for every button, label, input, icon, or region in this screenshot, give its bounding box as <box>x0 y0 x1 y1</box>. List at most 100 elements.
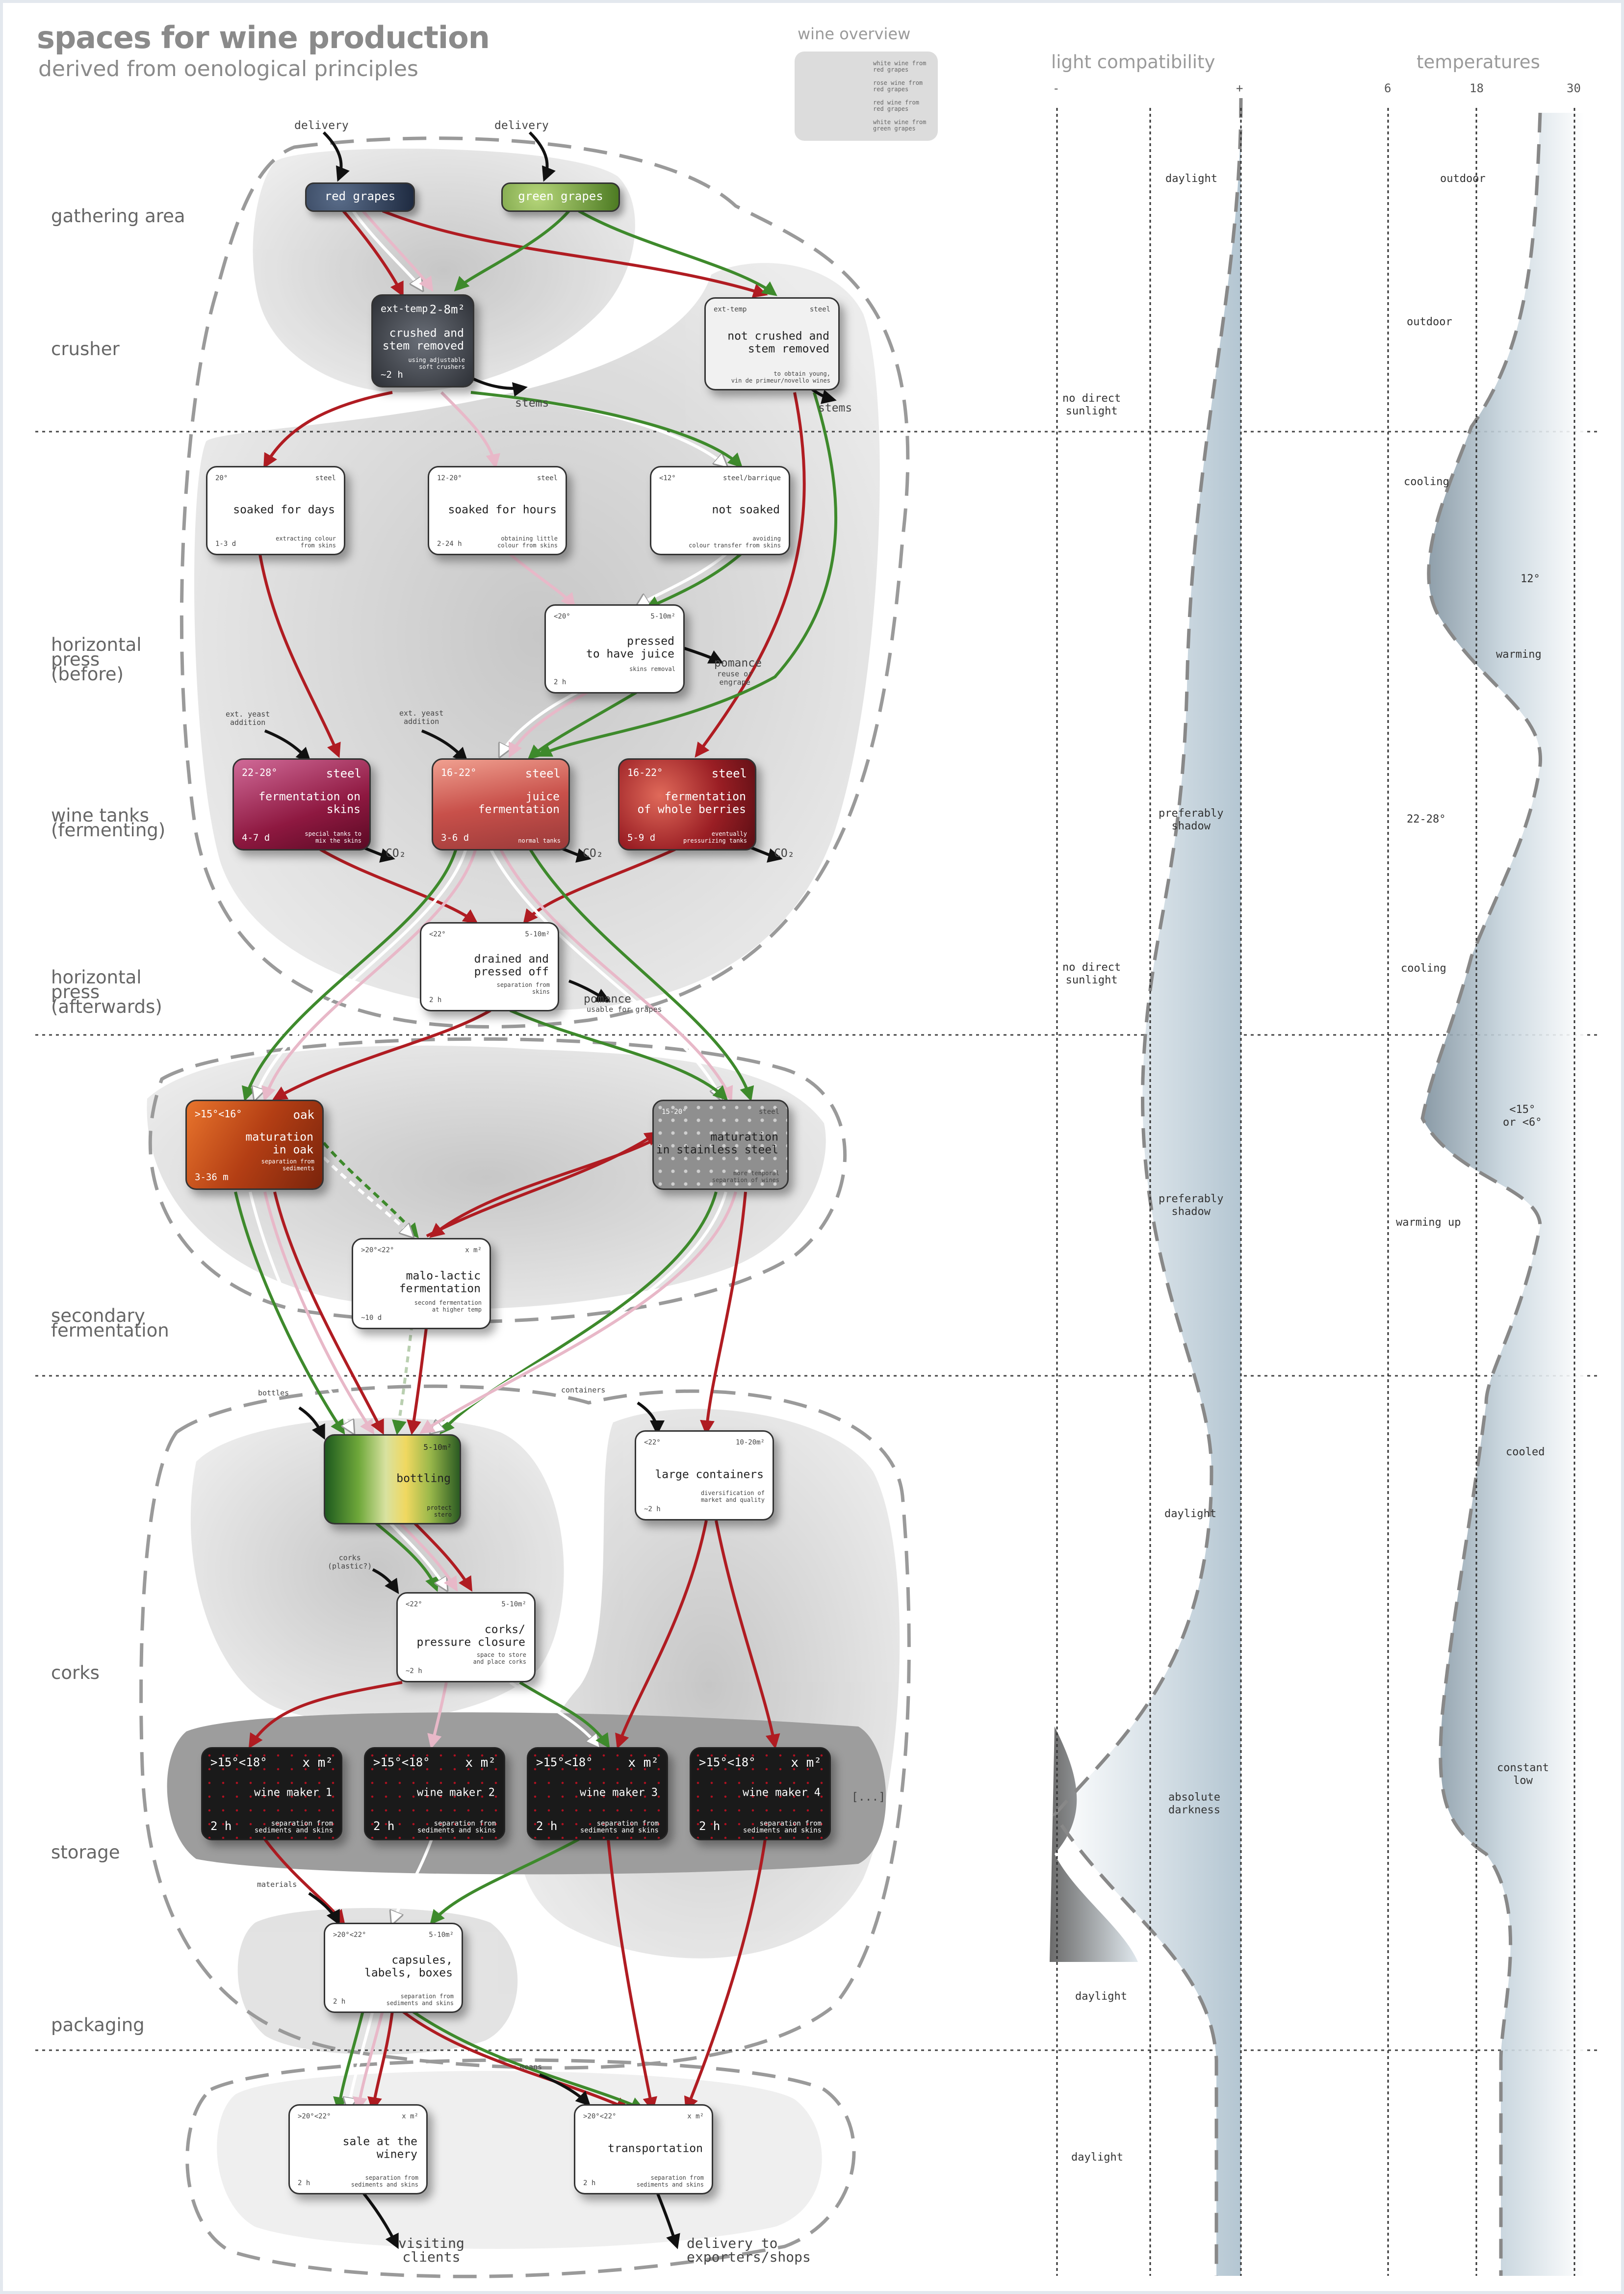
stainless-note: more temporal separation of wines <box>712 1170 779 1184</box>
node-not-crushed[interactable]: ext-temp steel not crushed and stem remo… <box>704 297 840 390</box>
wholeberries-temp: 16-22° <box>627 767 663 778</box>
corks-area: 5-10m² <box>501 1600 526 1608</box>
node-wine-maker-1[interactable]: >15°<18° x m² wine maker 1 separation fr… <box>201 1747 342 1840</box>
oak-title: maturation in oak <box>245 1131 313 1157</box>
temp-label-cooled: cooled <box>1506 1446 1545 1458</box>
wm3-title: wine maker 3 <box>580 1786 658 1799</box>
drained-title: drained and pressed off <box>474 953 549 979</box>
wholeberries-time: 5-9 d <box>627 832 656 843</box>
light-label-1: daylight <box>1165 173 1217 185</box>
temp-label-12: 12° <box>1521 573 1540 585</box>
juiceferm-time: 3-6 d <box>441 832 469 843</box>
node-soaked-days[interactable]: 20° steel soaked for days extracting col… <box>206 466 345 555</box>
node-corks[interactable]: <22° 5-10m² corks/ pressure closure spac… <box>396 1592 536 1682</box>
zone-shapes <box>147 148 900 2249</box>
wholeberries-note: eventually pressurizing tanks <box>683 830 747 844</box>
node-juice-ferment[interactable]: 16-22° steel juice fermentation normal t… <box>432 758 570 851</box>
stage-corks: corks <box>51 1662 100 1683</box>
stage-press-after: horizontal press (afterwards) <box>51 967 162 1017</box>
corks-temp: <22° <box>406 1600 422 1608</box>
notcrushed-note: to obtain young, vin de primeur/novello … <box>731 370 830 384</box>
label-bottles: bottles <box>258 1389 289 1397</box>
node-wine-maker-4[interactable]: >15°<18° x m² wine maker 4 separation fr… <box>690 1747 831 1840</box>
node-soaked-hours[interactable]: 12-20° steel soaked for hours obtaining … <box>428 466 567 555</box>
capsules-time: 2 h <box>333 1998 346 2006</box>
node-transport[interactable]: >20°<22° x m² transportation separation … <box>574 2104 713 2194</box>
drained-area: 5-10m² <box>525 930 550 938</box>
stage-storage: storage <box>51 1842 120 1863</box>
wm4-title: wine maker 4 <box>743 1786 821 1799</box>
stage-press-before: horizontal press (before) <box>51 634 142 685</box>
stage-crusher: crusher <box>51 338 120 360</box>
label-co2-3: CO₂ <box>774 847 795 860</box>
corks-title: corks/ pressure closure <box>416 1623 525 1649</box>
node-bottling[interactable]: 5-10m² bottling protect stero <box>324 1434 461 1524</box>
legend-item-red: red wine from red grapes <box>873 99 919 112</box>
node-malo[interactable]: >20°<22° x m² malo-lactic fermentation s… <box>352 1238 491 1329</box>
crushed-temp: ext-temp <box>381 303 428 314</box>
crushed-area: 2-8m² <box>429 303 465 316</box>
wm3-time: 2 h <box>536 1819 558 1833</box>
capsules-temp: >20°<22° <box>333 1931 366 1939</box>
wm2-note: separation from sediments and skins <box>417 1820 496 1834</box>
node-containers[interactable]: <22° 10-20m² large containers diversific… <box>635 1430 774 1521</box>
bottling-title: bottling <box>396 1472 451 1485</box>
corks-note: space to store and place corks <box>473 1651 526 1665</box>
label-pomance-2: pomance <box>584 993 631 1005</box>
soakhours-material: steel <box>537 474 558 482</box>
flow-arrows <box>234 209 838 2109</box>
transport-title: transportation <box>608 2142 703 2155</box>
sale-area: x m² <box>402 2113 418 2120</box>
wm4-note: separation from sediments and skins <box>743 1820 822 1834</box>
notsoaked-material: steel/barrique <box>722 474 781 482</box>
dashed-outlines <box>139 136 911 2278</box>
capsules-area: 5-10m² <box>429 1931 454 1939</box>
fermskins-note: special tanks to mix the skins <box>305 830 361 844</box>
transport-note: separation from sediments and skins <box>636 2174 704 2188</box>
temp-label-cooling-1: cooling <box>1404 476 1449 488</box>
capsules-note: separation from sediments and skins <box>386 1993 454 2007</box>
wm4-area: x m² <box>791 1755 822 1770</box>
label-corks-in: corks (plastic?) <box>328 1553 372 1571</box>
wm4-temp: >15°<18° <box>699 1755 756 1769</box>
node-not-soaked[interactable]: <12° steel/barrique not soaked avoiding … <box>650 466 790 555</box>
node-wine-maker-3[interactable]: >15°<18° x m² wine maker 3 separation fr… <box>527 1747 668 1840</box>
green-grapes: green grapes <box>501 182 620 212</box>
temp-tick-18: 18 <box>1469 81 1484 95</box>
wm1-temp: >15°<18° <box>210 1755 267 1769</box>
label-yeast-1: ext. yeast addition <box>226 710 270 727</box>
node-stainless[interactable]: 15-20° steel maturation in stainless ste… <box>652 1100 789 1190</box>
legend-item-rose: rose wine from red grapes <box>873 79 923 93</box>
crushed-title: crushed and stem removed <box>382 327 464 353</box>
legend-box: white wine from red grapes rose wine fro… <box>795 52 938 141</box>
temp-label-cooling-2: cooling <box>1401 962 1446 975</box>
transport-time: 2 h <box>583 2179 596 2187</box>
node-ferment-skins[interactable]: 22-28° steel fermentation on skins speci… <box>232 758 371 851</box>
light-label-7: absolute darkness <box>1168 1791 1220 1816</box>
node-pressed[interactable]: <20° 5-10m² pressed to have juice skins … <box>544 604 685 694</box>
soakhours-time: 2-24 h <box>437 540 462 548</box>
wm3-temp: >15°<18° <box>536 1755 593 1769</box>
sale-temp: >20°<22° <box>298 2113 331 2120</box>
legend-title: wine overview <box>798 25 911 43</box>
soakdays-title: soaked for days <box>233 503 335 516</box>
soakdays-time: 1-3 d <box>215 540 236 548</box>
temp-label-constant-low: constant low <box>1497 1762 1549 1787</box>
node-drained[interactable]: <22° 5-10m² drained and pressed off sepa… <box>420 922 559 1011</box>
legend-item-white-green: white wine from green grapes <box>873 119 927 132</box>
node-whole-berries[interactable]: 16-22° steel fermentation of whole berri… <box>618 758 756 851</box>
node-oak[interactable]: >15°<16° oak maturation in oak separatio… <box>185 1100 324 1190</box>
notcrushed-temp: ext-temp <box>714 306 747 313</box>
node-crushed[interactable]: ext-temp 2-8m² crushed and stem removed … <box>371 294 474 387</box>
pressed-title: pressed to have juice <box>586 635 674 661</box>
stage-secondary: secondary fermentation <box>51 1305 169 1341</box>
soakhours-temp: 12-20° <box>437 474 462 482</box>
light-max: + <box>1236 81 1243 95</box>
stainless-title: maturation in stainless steel <box>656 1131 778 1157</box>
node-capsules[interactable]: >20°<22° 5-10m² capsules, labels, boxes … <box>324 1923 463 2013</box>
node-wine-maker-2[interactable]: >15°<18° x m² wine maker 2 separation fr… <box>364 1747 505 1840</box>
label-containers: containers <box>561 1386 606 1394</box>
soakdays-note: extracting colour from skins <box>276 535 336 549</box>
delivery-label-red: delivery <box>294 119 349 132</box>
node-sale[interactable]: >20°<22° x m² sale at the winery separat… <box>288 2104 428 2194</box>
